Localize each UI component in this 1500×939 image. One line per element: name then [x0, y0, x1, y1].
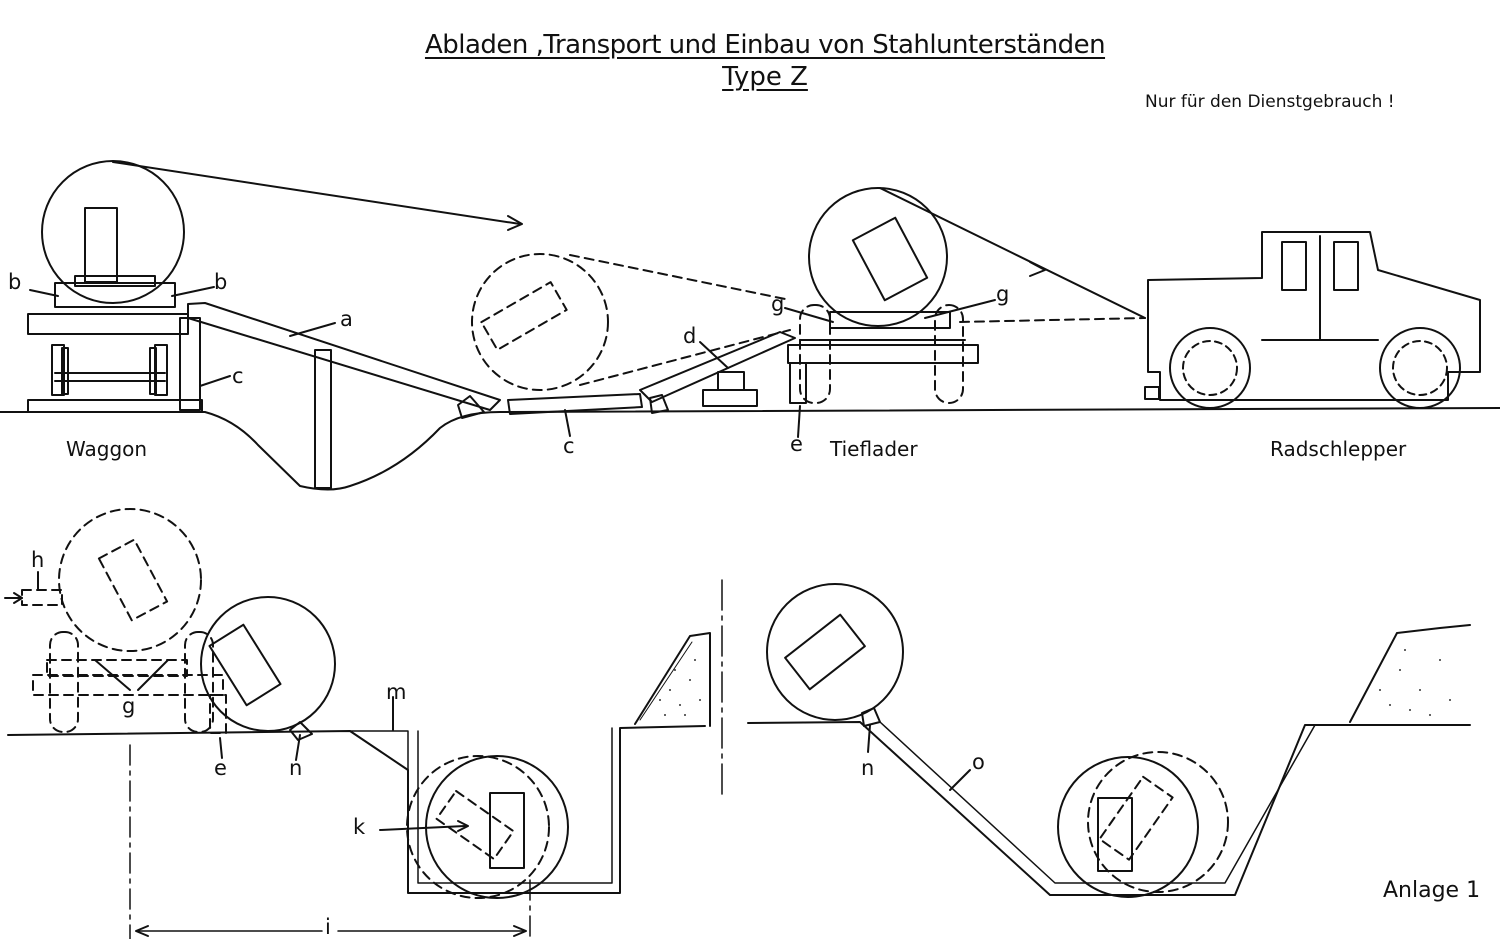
letter-d: d — [683, 324, 697, 348]
drawing-title: Abladen ,Transport und Einbau von Stahlu… — [424, 30, 1106, 60]
letter-i: i — [325, 915, 331, 939]
letter-g-right: g — [996, 282, 1010, 306]
restriction-note: Nur für den Dienstgebrauch ! — [1145, 92, 1395, 112]
support-block — [717, 371, 745, 391]
letter-b-right: b — [214, 270, 228, 294]
letter-e-bottom: e — [214, 756, 227, 780]
radschlepper — [1144, 231, 1481, 409]
ground-line-top — [0, 407, 1500, 491]
letter-n-left: n — [289, 756, 303, 780]
letter-g-left: g — [771, 292, 785, 316]
ground-line-bottom-left — [7, 725, 706, 894]
bunker-tilted-dashed — [58, 508, 202, 652]
letter-a: a — [340, 307, 353, 331]
plank-c — [507, 393, 643, 415]
letter-e-top: e — [790, 432, 803, 456]
letter-h: h — [31, 548, 45, 572]
ground-line-bottom-right — [747, 721, 1471, 896]
bunker-on-tieflader — [808, 187, 948, 327]
soil-heap-left — [634, 632, 711, 727]
bunker-tipping — [200, 596, 336, 732]
label-tieflader: Tieflader — [830, 437, 918, 461]
ramp-a — [187, 302, 501, 489]
bunker-rolling — [471, 253, 609, 391]
letter-c-plank: c — [563, 434, 575, 458]
soil-heap-right — [1349, 624, 1471, 723]
letter-k: k — [353, 815, 366, 839]
letter-o: o — [972, 750, 985, 774]
waggon — [27, 275, 203, 413]
tieflader — [787, 304, 979, 404]
ramp-d — [639, 331, 796, 403]
letter-n-right: n — [861, 756, 875, 780]
bunker-on-edge — [766, 583, 904, 721]
letter-m: m — [386, 680, 407, 704]
label-waggon: Waggon — [66, 437, 148, 461]
letter-b-left: b — [8, 270, 22, 294]
label-radschlepper: Radschlepper — [1270, 437, 1407, 461]
letter-c-waggon: c — [232, 364, 244, 388]
letter-g-bottom: g — [122, 694, 136, 718]
label-anlage: Anlage 1 — [1383, 878, 1481, 903]
drawing-subtitle: Type Z — [722, 62, 808, 92]
bunker-in-ditch — [1057, 756, 1199, 898]
cart-bottom — [21, 589, 227, 734]
